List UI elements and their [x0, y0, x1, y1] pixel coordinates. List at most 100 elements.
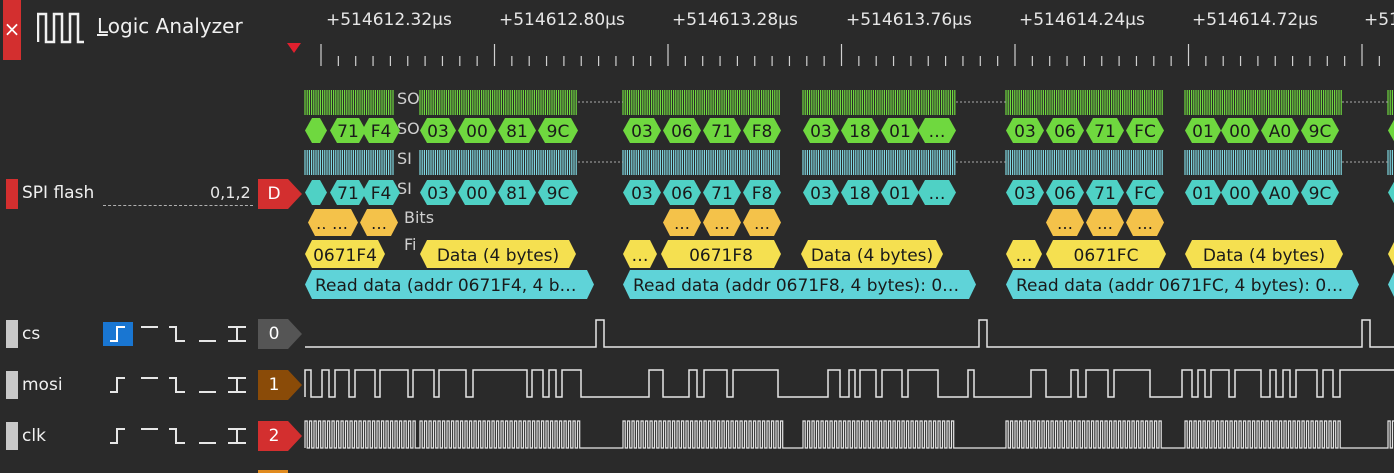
mosi-byte	[1221, 180, 1259, 205]
mosi-byte-label: 03	[631, 184, 653, 204]
decoder-annotations[interactable]: SOSOSISIBitsFi7171F4F40303000081819C9C………	[0, 80, 1394, 305]
mosi-byte	[1006, 180, 1044, 205]
miso-byte	[703, 118, 741, 143]
mosi-byte	[330, 180, 366, 205]
field-label: …	[632, 246, 649, 266]
mosi-burst	[622, 150, 780, 175]
miso-byte-label: 00	[1229, 122, 1251, 142]
decoder-badge[interactable]: D	[258, 179, 302, 209]
mosi-byte	[1086, 180, 1124, 205]
mosi-byte	[458, 180, 496, 205]
miso-byte-label: FC	[1134, 122, 1156, 142]
mosi-byte	[623, 180, 661, 205]
mosi-byte	[703, 180, 741, 205]
miso-byte	[1086, 118, 1124, 143]
field-label: 0671F4	[313, 246, 377, 266]
transaction-label: Read data (addr 0671F8, 4 bytes): 0…	[633, 276, 959, 296]
channel-badge-clk[interactable]: 2	[258, 421, 302, 451]
channel-badge-cs[interactable]: 0	[258, 319, 302, 349]
any-edge-icon	[228, 326, 246, 342]
field-annotation	[1006, 240, 1042, 268]
row-label: SO	[397, 119, 420, 138]
miso-byte	[1006, 118, 1044, 143]
burst-lines	[1184, 90, 1342, 115]
mosi-byte	[1261, 180, 1299, 205]
miso-burst	[802, 90, 956, 115]
mosi-burst	[1387, 150, 1393, 175]
burst-lines	[802, 90, 956, 115]
channel-name-mosi[interactable]: mosi	[22, 375, 63, 395]
miso-burst	[1387, 90, 1393, 115]
cs-trace	[305, 319, 1394, 348]
time-label: +514614.72µs	[1192, 10, 1318, 30]
close-icon[interactable]: ×	[3, 0, 21, 60]
row-label: SI	[397, 149, 412, 168]
miso-byte	[918, 118, 956, 143]
square-wave-icon	[37, 12, 84, 44]
trigger-options-cs[interactable]	[103, 322, 253, 346]
miso-byte-label: 81	[506, 122, 528, 142]
field-annotation	[420, 240, 576, 268]
mosi-byte	[743, 180, 781, 205]
mosi-burst	[304, 150, 394, 175]
mosi-byte	[881, 180, 919, 205]
miso-byte-label: F4	[371, 122, 392, 142]
mosi-burst	[1005, 150, 1163, 175]
bits-group	[703, 209, 741, 236]
falling-edge-icon	[169, 377, 185, 393]
mosi-byte	[362, 180, 400, 205]
miso-byte-label: …	[929, 122, 946, 142]
mosi-byte-label: 71	[1094, 184, 1116, 204]
mosi-byte-label: 06	[1054, 184, 1076, 204]
time-ruler[interactable]	[305, 44, 1394, 80]
bits-label: …	[332, 214, 348, 233]
miso-byte	[841, 118, 879, 143]
miso-byte-label: 01	[1192, 122, 1214, 142]
bits-group	[1086, 209, 1124, 236]
mosi-byte-label: 03	[1014, 184, 1036, 204]
miso-byte	[330, 118, 366, 143]
channel-color-bar	[6, 422, 18, 450]
miso-burst	[304, 90, 394, 115]
bits-group	[322, 209, 358, 236]
mosi-byte	[538, 180, 578, 205]
mosi-byte-label: 71	[337, 184, 359, 204]
row-label: SO	[397, 89, 420, 108]
mosi-burst	[1184, 150, 1342, 175]
bits-group	[743, 209, 781, 236]
miso-byte	[743, 118, 781, 143]
mosi-byte-label: 03	[427, 184, 449, 204]
channel-badge-mosi[interactable]: 1	[258, 370, 302, 400]
burst-lines	[304, 90, 394, 115]
channel-name-cs[interactable]: cs	[22, 324, 41, 344]
miso-byte	[458, 118, 496, 143]
bits-label: …	[1097, 214, 1113, 233]
mosi-byte-label: 00	[466, 184, 488, 204]
falling-edge-icon	[169, 428, 185, 444]
burst-lines	[1387, 150, 1393, 175]
clk-trace	[304, 420, 1394, 449]
trigger-options-clk[interactable]	[103, 424, 253, 448]
miso-byte	[498, 118, 536, 143]
burst-lines	[1005, 90, 1163, 115]
miso-burst	[622, 90, 780, 115]
bits-label: …	[674, 214, 690, 233]
waveform-area[interactable]	[0, 305, 1394, 473]
bits-label: …	[754, 214, 770, 233]
trigger-marker-icon[interactable]	[287, 43, 301, 53]
miso-byte-label: A0	[1269, 122, 1291, 142]
decoder-name[interactable]: SPI flash	[22, 183, 95, 203]
mosi-byte-label: F8	[752, 184, 773, 204]
trigger-options-mosi[interactable]	[103, 373, 253, 397]
mosi-burst	[802, 150, 956, 175]
miso-byte-label: 03	[631, 122, 653, 142]
row-label: SI	[397, 179, 412, 198]
miso-byte	[1185, 118, 1221, 143]
field-annotation	[661, 240, 781, 268]
mosi-byte-label: FC	[1134, 184, 1156, 204]
channel-name-clk[interactable]: clk	[22, 426, 46, 446]
miso-byte	[1388, 119, 1394, 142]
mosi-byte-label: 01	[889, 184, 911, 204]
decoder-color-bar	[6, 179, 18, 209]
miso-byte-label: 71	[711, 122, 733, 142]
